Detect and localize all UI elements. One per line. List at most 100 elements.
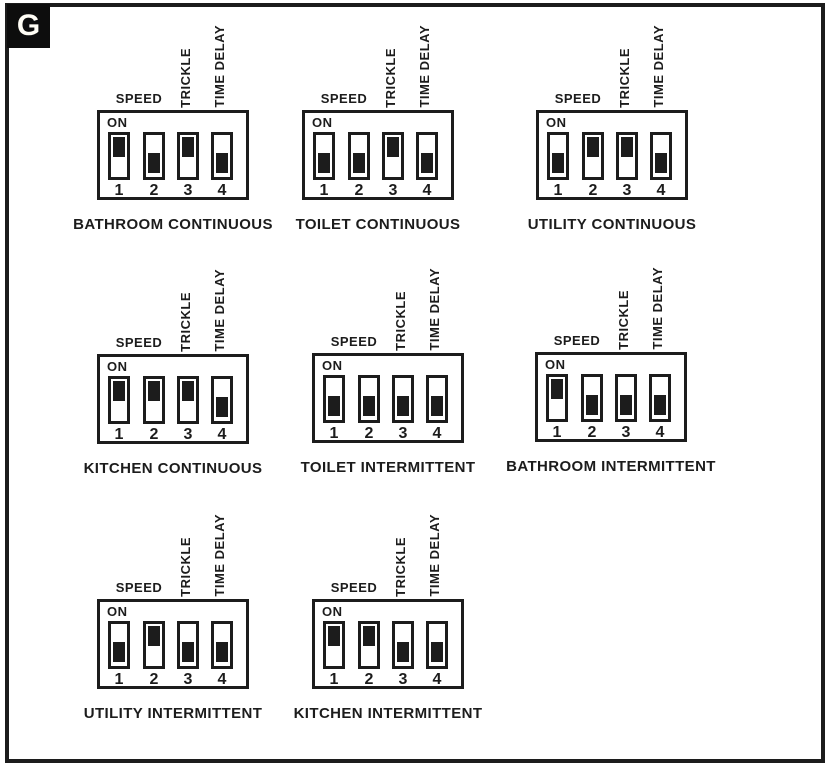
on-label: ON [107,604,128,619]
dip-switch-1[interactable] [546,374,568,422]
dip-switch-box: ON 1 2 3 4 [535,352,687,442]
dip-switch-3[interactable] [392,621,414,669]
dip-switch-2[interactable] [581,374,603,422]
dip-switch-1[interactable] [108,621,130,669]
switch-number-1: 1 [114,671,124,688]
dip-switch-1[interactable] [323,621,345,669]
dip-switch-4[interactable] [211,132,233,180]
switch-number-4: 4 [217,426,227,443]
panel-caption: BATHROOM INTERMITTENT [506,458,716,475]
speed-label: SPEED [320,91,368,106]
switch-slider [363,626,375,646]
switch-number-1: 1 [114,426,124,443]
switch-slider [328,626,340,646]
switch-slider [328,396,340,416]
time-delay-label: TIME DELAY [212,25,227,108]
dip-switch-1[interactable] [313,132,335,180]
dip-switch-4[interactable] [426,375,448,423]
dip-switch-3[interactable] [392,375,414,423]
speed-label: SPEED [115,335,163,350]
switch-slider [551,379,563,399]
panel-caption: KITCHEN CONTINUOUS [83,460,263,477]
switch-slider [216,642,228,662]
trickle-label: TRICKLE [383,48,398,108]
dip-switch-4[interactable] [649,374,671,422]
dip-switch-box: ON 1 2 3 4 [302,110,454,200]
dip-switch-1[interactable] [547,132,569,180]
trickle-label: TRICKLE [617,48,632,108]
switch-number-1: 1 [329,671,339,688]
switch-number-3: 3 [398,671,408,688]
dip-switch-4[interactable] [211,621,233,669]
switch-slider [431,396,443,416]
switch-slider [586,395,598,415]
dip-switch-3[interactable] [177,621,199,669]
switch-number-2: 2 [149,671,159,688]
time-delay-label: TIME DELAY [212,514,227,597]
dip-switch-4[interactable] [416,132,438,180]
switch-slider [655,153,667,173]
panel-caption: KITCHEN INTERMITTENT [293,705,483,722]
switch-slider [654,395,666,415]
dip-switch-1[interactable] [108,132,130,180]
switch-slider [621,137,633,157]
trickle-label: TRICKLE [393,291,408,351]
dip-switch-1[interactable] [323,375,345,423]
dip-switch-3[interactable] [616,132,638,180]
dip-switch-4[interactable] [650,132,672,180]
speed-label: SPEED [330,334,378,349]
time-delay-label: TIME DELAY [417,25,432,108]
trickle-label: TRICKLE [178,292,193,352]
panel-caption: UTILITY INTERMITTENT [83,705,263,722]
switch-number-3: 3 [388,182,398,199]
dip-switch-4[interactable] [426,621,448,669]
switch-slider [182,137,194,157]
switch-slider [148,381,160,401]
switch-slider [397,642,409,662]
dip-switch-2[interactable] [582,132,604,180]
dip-switch-2[interactable] [358,621,380,669]
dip-switch-2[interactable] [348,132,370,180]
dip-switch-2[interactable] [143,376,165,424]
panel-caption: TOILET INTERMITTENT [300,459,476,476]
dip-panel-bathroom-intermittent: SPEED TRICKLE TIME DELAY ON 1 2 3 4 BATH… [506,257,715,492]
switch-slider [421,153,433,173]
on-label: ON [322,604,343,619]
time-delay-label: TIME DELAY [427,268,442,351]
switch-slider [318,153,330,173]
dip-switch-3[interactable] [615,374,637,422]
dip-switch-3[interactable] [382,132,404,180]
speed-label: SPEED [554,91,602,106]
switch-number-3: 3 [621,424,631,441]
dip-switch-2[interactable] [143,132,165,180]
dip-switch-box: ON 1 2 3 4 [97,110,249,200]
dip-panel-utility-intermittent: SPEED TRICKLE TIME DELAY ON 1 2 3 4 UTIL… [84,504,262,739]
dip-switch-box: ON 1 2 3 4 [97,354,249,444]
time-delay-label: TIME DELAY [427,514,442,597]
switch-number-4: 4 [656,182,666,199]
switch-number-4: 4 [655,424,665,441]
switch-number-4: 4 [422,182,432,199]
on-label: ON [545,357,566,372]
switch-slider [397,396,409,416]
switch-slider [431,642,443,662]
dip-switch-3[interactable] [177,132,199,180]
dip-switch-4[interactable] [211,376,233,424]
switch-slider [363,396,375,416]
switch-number-1: 1 [319,182,329,199]
on-label: ON [546,115,567,130]
dip-switch-2[interactable] [143,621,165,669]
panel-caption: BATHROOM CONTINUOUS [73,216,273,233]
on-label: ON [107,359,128,374]
switch-number-1: 1 [553,182,563,199]
time-delay-label: TIME DELAY [651,25,666,108]
dip-switch-2[interactable] [358,375,380,423]
dip-switch-1[interactable] [108,376,130,424]
on-label: ON [107,115,128,130]
dip-panel-utility-continuous: SPEED TRICKLE TIME DELAY ON 1 2 3 4 UTIL… [528,15,696,250]
dip-switch-3[interactable] [177,376,199,424]
speed-label: SPEED [115,580,163,595]
on-label: ON [312,115,333,130]
dip-panel-kitchen-continuous: SPEED TRICKLE TIME DELAY ON 1 2 3 4 KITC… [84,259,262,494]
switch-number-1: 1 [552,424,562,441]
